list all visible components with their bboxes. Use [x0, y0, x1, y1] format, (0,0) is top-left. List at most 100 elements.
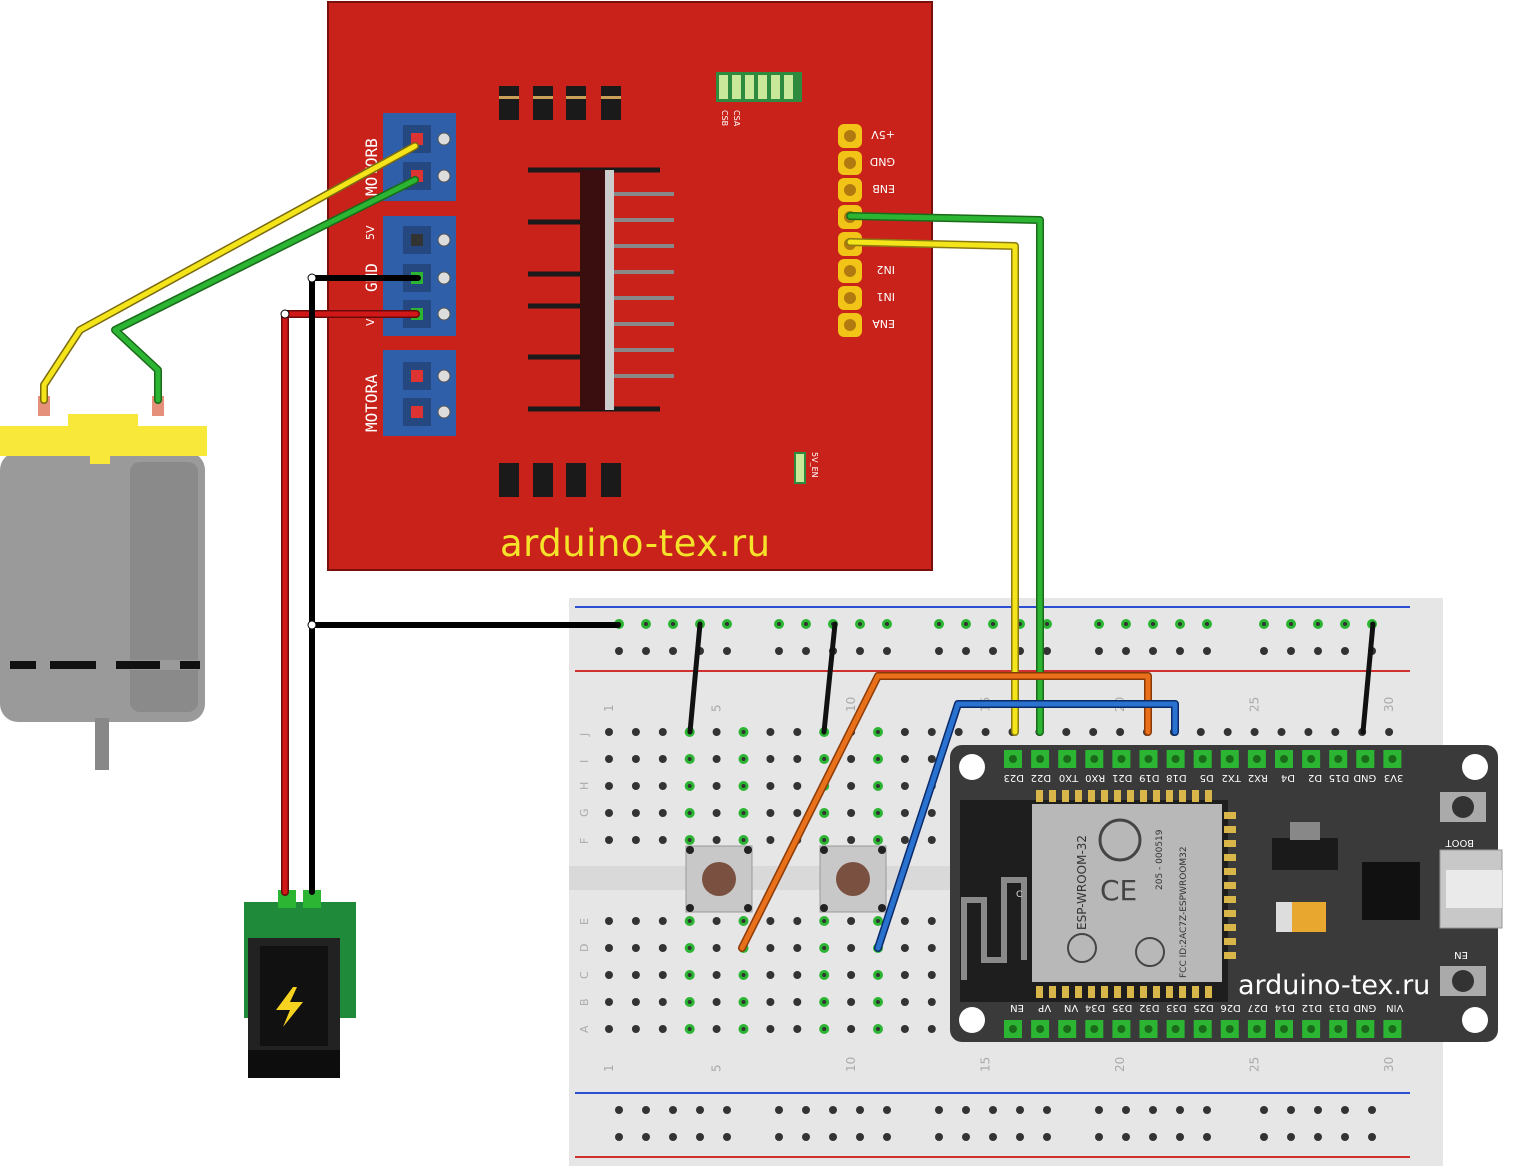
castellation-pad: [1205, 986, 1212, 998]
breadboard-hole: [605, 809, 613, 817]
pin-hole: [1334, 1025, 1343, 1033]
jumper-wire-gnd-2: [821, 621, 838, 735]
hole-center: [687, 784, 692, 788]
breadboard-hole: [631, 755, 640, 763]
breadboard-hole: [712, 1025, 721, 1033]
row-letter: J: [578, 733, 591, 737]
hole-center: [725, 622, 729, 626]
column-number: 30: [1382, 697, 1396, 712]
rail-hole: [962, 647, 970, 655]
rail-hole: [615, 1106, 623, 1114]
push-button-1[interactable]: [685, 845, 753, 913]
breadboard-hole: [847, 998, 856, 1006]
breadboard-hole: [631, 971, 640, 979]
esp32-bottom-pin-label: VIN: [1386, 1002, 1403, 1013]
breadboard-hole: [658, 917, 667, 925]
smd-resistors-bottom: [499, 463, 621, 497]
hole-center: [777, 622, 781, 626]
breadboard-hole: [900, 944, 909, 952]
fcc-id: FCC ID:2AC7Z-ESPWROOM32: [1179, 846, 1189, 978]
esp32-top-pin-label: D4: [1281, 772, 1295, 783]
hole-center: [644, 622, 648, 626]
voltage-regulator: [1272, 838, 1338, 870]
hole-center: [687, 973, 692, 977]
row-letter: H: [578, 782, 591, 790]
castellation-pad: [1224, 896, 1236, 903]
castellation-pad: [1224, 868, 1236, 875]
breadboard-hole: [712, 944, 721, 952]
esp32-devkit: ESP-WROOM-32 205 - 000519 FCC ID:2AC7Z-E…: [950, 745, 1503, 1042]
hole-center: [1151, 622, 1155, 626]
rail-hole: [696, 1133, 704, 1141]
five-v-en-label: 5V_EN: [810, 452, 819, 478]
column-number: 15: [979, 1057, 993, 1072]
hole-center: [937, 622, 941, 626]
wires: [40, 142, 1376, 952]
header-pin-label: IN2: [877, 263, 895, 276]
rail-hole: [856, 1133, 864, 1141]
hole-center: [1124, 622, 1128, 626]
hole-center: [1097, 622, 1101, 626]
row-letter: E: [578, 918, 591, 925]
esp32-top-pin-label: GND: [1353, 772, 1376, 783]
boot-button[interactable]: [1440, 792, 1486, 822]
hole-center: [858, 622, 862, 626]
breadboard-hole: [712, 782, 721, 790]
castellation-pad: [1049, 986, 1056, 998]
hole-center: [741, 730, 746, 734]
pin-hole: [1063, 755, 1072, 763]
column-number: 25: [1248, 697, 1262, 712]
rail-hole: [1095, 1133, 1103, 1141]
castellation-pad: [1153, 986, 1160, 998]
breadboard-hole: [712, 998, 721, 1006]
breadboard-hole: [793, 971, 802, 979]
smd-resistors-top: [499, 86, 621, 120]
esp32-bottom-pin-label: D13: [1329, 1002, 1349, 1013]
rail-hole: [989, 1106, 997, 1114]
breadboard-hole: [658, 782, 667, 790]
rail-hole: [775, 647, 783, 655]
esp32-top-pin-label: 3V3: [1384, 772, 1404, 783]
breadboard-hole: [766, 836, 775, 844]
rail-hole: [1043, 1106, 1051, 1114]
breadboard-hole: [900, 917, 909, 925]
breadboard-hole: [631, 917, 640, 925]
row-letter: F: [578, 838, 591, 844]
breadboard-hole: [766, 944, 775, 952]
breadboard-hole: [605, 782, 613, 790]
jumper-wire-gnd-3: [1360, 621, 1376, 735]
column-number: 1: [602, 1064, 616, 1072]
l298-chip: [528, 167, 674, 412]
breadboard-hole: [793, 998, 802, 1006]
castellation-pad: [1088, 790, 1095, 802]
hole-center: [687, 757, 692, 761]
hole-center: [1343, 622, 1347, 626]
push-button-2[interactable]: [819, 845, 887, 913]
pin-hole: [1225, 1025, 1234, 1033]
castellation-pad: [1224, 952, 1236, 959]
rail-hole: [935, 647, 943, 655]
rail-hole: [856, 647, 864, 655]
breadboard-hole: [793, 1025, 802, 1033]
header-pin-hole: [844, 319, 856, 331]
rail-hole: [1122, 647, 1130, 655]
breadboard-hole: [712, 836, 721, 844]
rail-hole: [935, 1133, 943, 1141]
pin-hole: [1225, 755, 1234, 763]
hole-center: [687, 838, 692, 842]
rail-hole: [642, 1106, 650, 1114]
terminal-block-motora: [383, 350, 456, 436]
breadboard-hole: [847, 809, 856, 817]
breadboard-hole: [1304, 728, 1313, 736]
castellation-pad: [1127, 986, 1134, 998]
castellation-pad: [1036, 986, 1043, 998]
breadboard-hole: [927, 944, 936, 952]
breadboard-hole: [847, 971, 856, 979]
hole-center: [885, 622, 889, 626]
breadboard-hole: [847, 755, 856, 763]
en-button[interactable]: [1440, 966, 1486, 996]
pin-hole: [1361, 1025, 1370, 1033]
rail-hole: [856, 1106, 864, 1114]
hole-center: [822, 919, 827, 923]
